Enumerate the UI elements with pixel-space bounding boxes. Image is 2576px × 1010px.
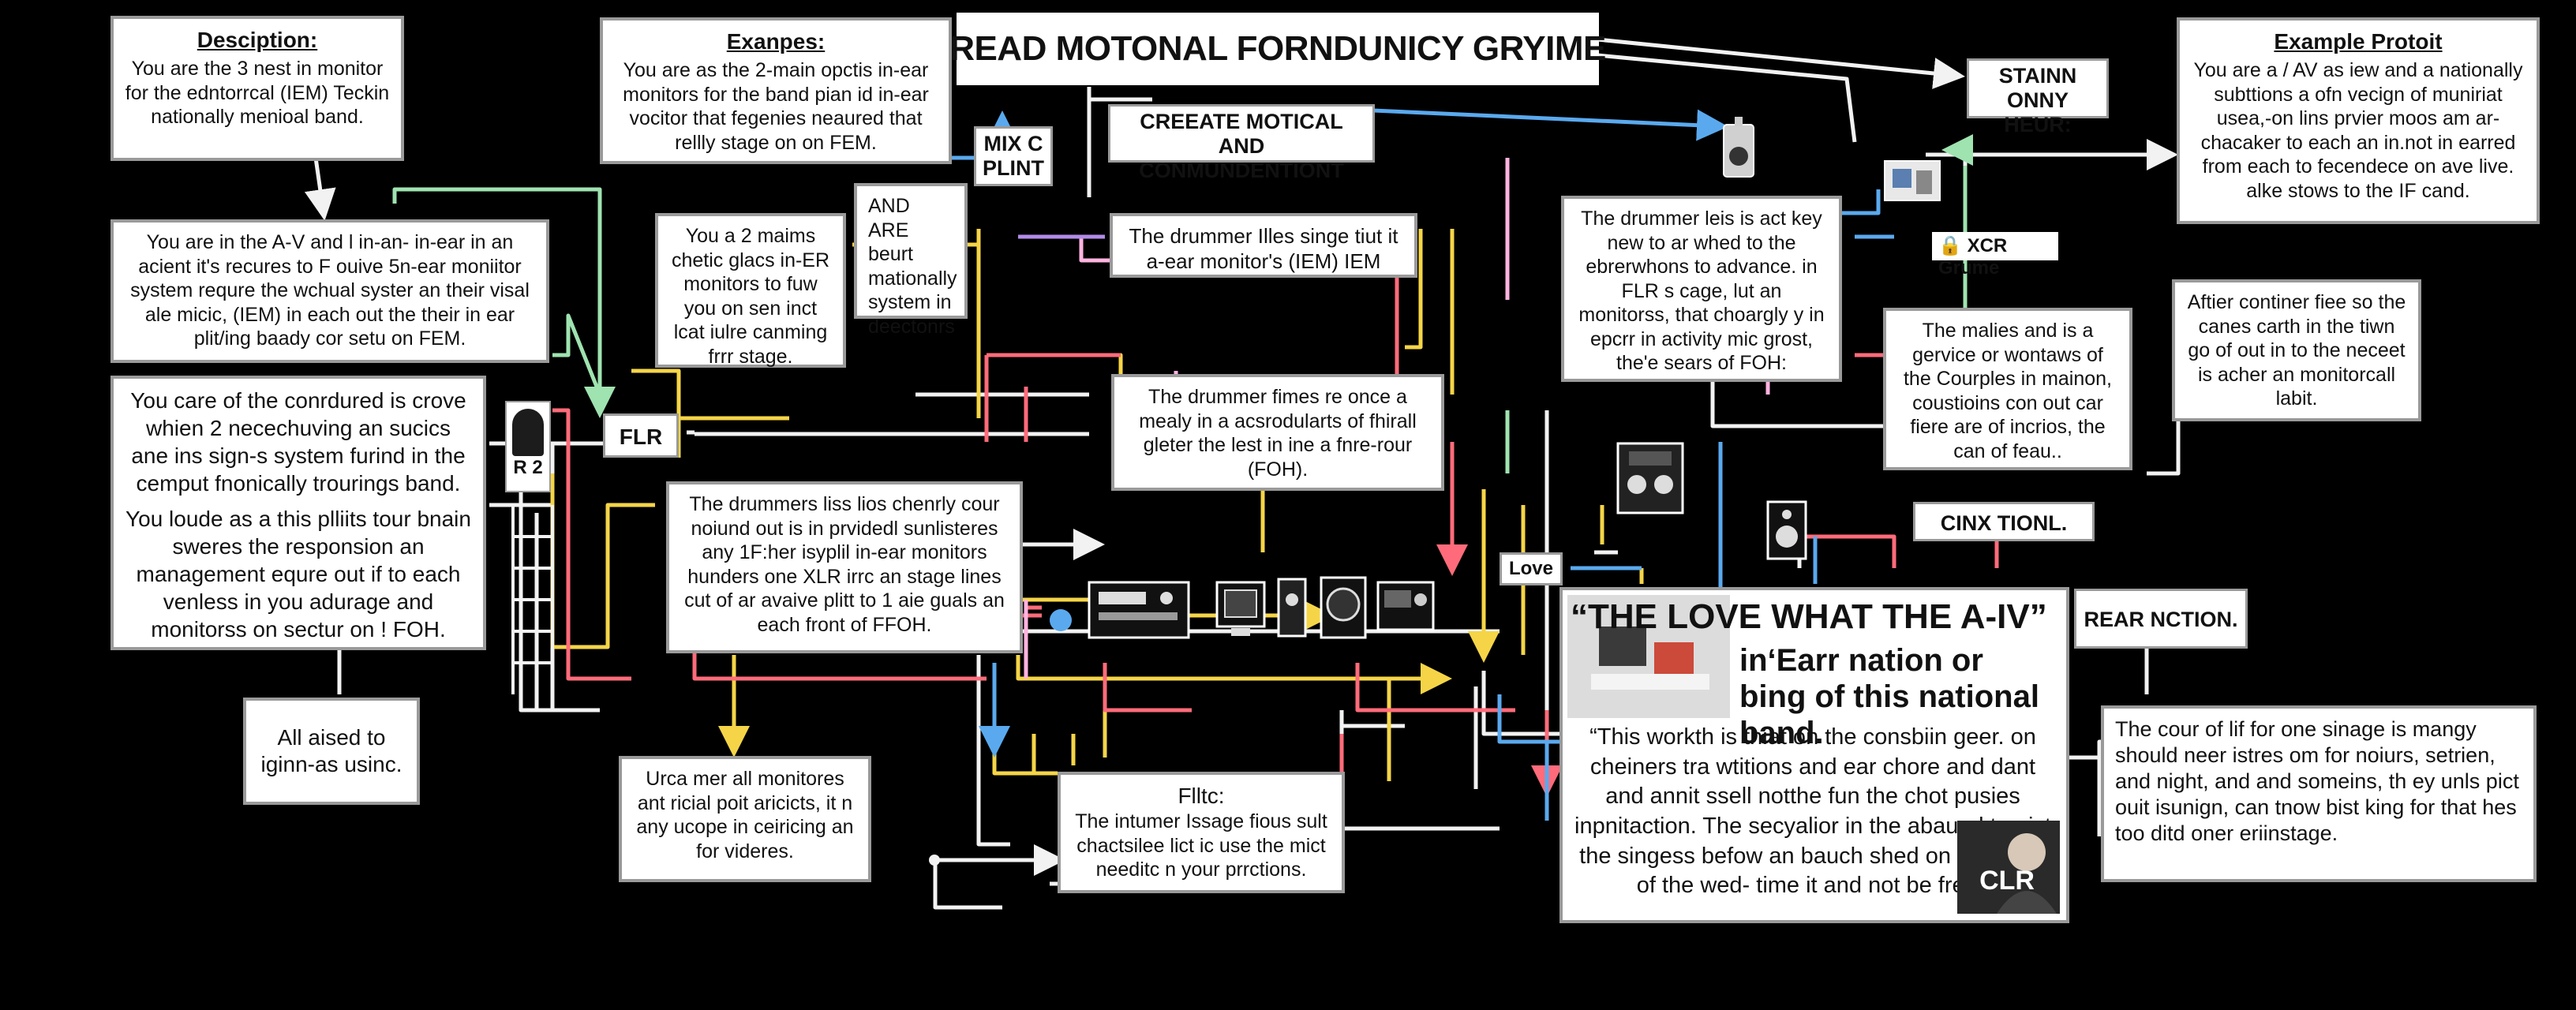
drummer-key-text: The drummer leis is act key new to ar wh… — [1578, 208, 1825, 374]
you-loude-text: You loude as a this plliits tour bnain s… — [125, 507, 471, 642]
two-mains-text: You a 2 maims chetic glacs in-ER monitor… — [671, 225, 830, 368]
speaker-icon — [1720, 117, 1757, 180]
r2-label: R 2 — [513, 457, 543, 478]
staiinv-label: STAINN ONNY HEUR: — [1967, 58, 2109, 137]
drummer-fimes-box: The drummer fimes re once a mealy in a a… — [1111, 374, 1444, 491]
flltc-heading: Flltc: — [1178, 784, 1225, 808]
drummer-ilies-box: The drummer Illes singe tiut it a-ear mo… — [1110, 213, 1417, 278]
rack-unit-icon — [1088, 581, 1190, 639]
drummer-key-box: The drummer leis is act key new to ar wh… — [1561, 196, 1842, 382]
two-mains-box: You a 2 maims chetic glacs in-ER monitor… — [655, 213, 846, 368]
males-box: The malies and is a gervice or wontaws o… — [1883, 308, 2132, 470]
quote-panel: “THE LOVE WHAT THE A-IV” in‘Earr nation … — [1559, 587, 2069, 923]
mix-plint-label: MIX C PLINT — [974, 126, 1053, 186]
drummers-liss-text: The drummers liss lios chenrly cour noiu… — [684, 493, 1005, 636]
av-system-text: You are in the A-V and l in-an- in-ear i… — [130, 231, 530, 350]
flltc-body: The intumer Issage fious sult chactsilee… — [1075, 810, 1327, 881]
rear-nction-label: REAR NCTION. — [2074, 589, 2248, 649]
you-care-box: You care of the conrdured is crove whien… — [110, 376, 486, 650]
example-protocol-heading: Example Protoit — [2274, 29, 2443, 54]
you-care-text: You care of the conrdured is crove whien… — [130, 388, 466, 496]
create-motical-label: CREEATE MOTICAL AND CONMUNDENTIONT — [1108, 104, 1375, 182]
love-label: Love — [1500, 552, 1563, 585]
examples-body: You are as the 2-main opctis in-ear moni… — [623, 59, 929, 154]
males-text: The malies and is a gervice or wontaws o… — [1903, 320, 2113, 462]
all-aised-box: All aised to iginn-as usinc. — [243, 698, 420, 805]
drummers-liss-box: The drummers liss lios chenrly cour noiu… — [666, 481, 1023, 653]
description-body: You are the 3 nest in monitor for the ed… — [125, 58, 390, 129]
and-are-box: AND ARE beurt mationally system in deect… — [854, 183, 968, 338]
all-aised-text: All aised to iginn-as usinc. — [260, 724, 402, 776]
xcr-grume-tag: 🔒 XCR Grume — [1932, 232, 2058, 279]
quote-subhead: in‘Earr nation or bing of this national … — [1739, 643, 2039, 750]
examples-box: Exanpes: You are as the 2-main opctis in… — [600, 17, 952, 164]
aftier-box: Aftier continer fiee so the canes carth … — [2172, 279, 2421, 421]
urca-mer-box: Urca mer all monitores ant ricial poit a… — [619, 756, 871, 882]
mixer-console-icon — [1878, 155, 1957, 215]
r2-avatar: R 2 — [505, 401, 551, 492]
cinx-tionl-label: CINX TIONL. — [1913, 502, 2095, 541]
receiver-icon — [1376, 581, 1435, 636]
clr-avatar-image — [1957, 821, 2060, 914]
clr-avatar — [1957, 821, 2060, 914]
aftier-text: Aftier continer fiee so the canes carth … — [2187, 291, 2406, 410]
monitor-icon — [1215, 581, 1266, 639]
person-icon — [512, 409, 544, 456]
description-heading: Desciption: — [197, 28, 318, 52]
flr-label: FLR — [603, 413, 679, 458]
amp-icon — [1275, 576, 1309, 639]
quote-headline: “THE LOVE WHAT THE A-IV” — [1571, 597, 2047, 636]
example-protocol-box: Example Protoit You are a / AV as iew an… — [2177, 17, 2540, 224]
xcr-grume-label: XCR Grume — [1938, 235, 2008, 279]
subwoofer-icon — [1320, 576, 1367, 639]
equipment-photo — [1567, 595, 1730, 718]
drummer-ilies-text: The drummer Illes singe tiut it a-ear mo… — [1129, 224, 1398, 273]
cour-of-lif-box: The cour of lif for one sinage is mangy … — [2101, 705, 2537, 882]
example-protocol-body: You are a / AV as iew and a nationally s… — [2193, 59, 2523, 202]
di-box-icon — [1615, 440, 1686, 516]
av-system-box: You are in the A-V and l in-an- in-ear i… — [110, 219, 549, 363]
examples-heading: Exanpes: — [726, 29, 826, 54]
page-title: READ MOTONAL FORNDUNICY GRYIME — [949, 13, 1606, 85]
clr-label: CLR — [1979, 866, 2035, 896]
drummer-fimes-text: The drummer fimes re once a mealy in a a… — [1139, 386, 1417, 481]
lock-icon: 🔒 — [1938, 235, 1962, 256]
equipment-photo-image — [1567, 595, 1730, 718]
flltc-box: Flltc: The intumer Issage fious sult cha… — [1058, 772, 1345, 893]
description-box: Desciption: You are the 3 nest in monito… — [110, 16, 404, 161]
and-are-text: AND ARE beurt mationally system in deect… — [868, 195, 957, 338]
urca-mer-text: Urca mer all monitores ant ricial poit a… — [636, 768, 854, 862]
wedge-speaker-icon — [1765, 499, 1809, 562]
cour-of-lif-text: The cour of lif for one sinage is mangy … — [2115, 717, 2519, 845]
